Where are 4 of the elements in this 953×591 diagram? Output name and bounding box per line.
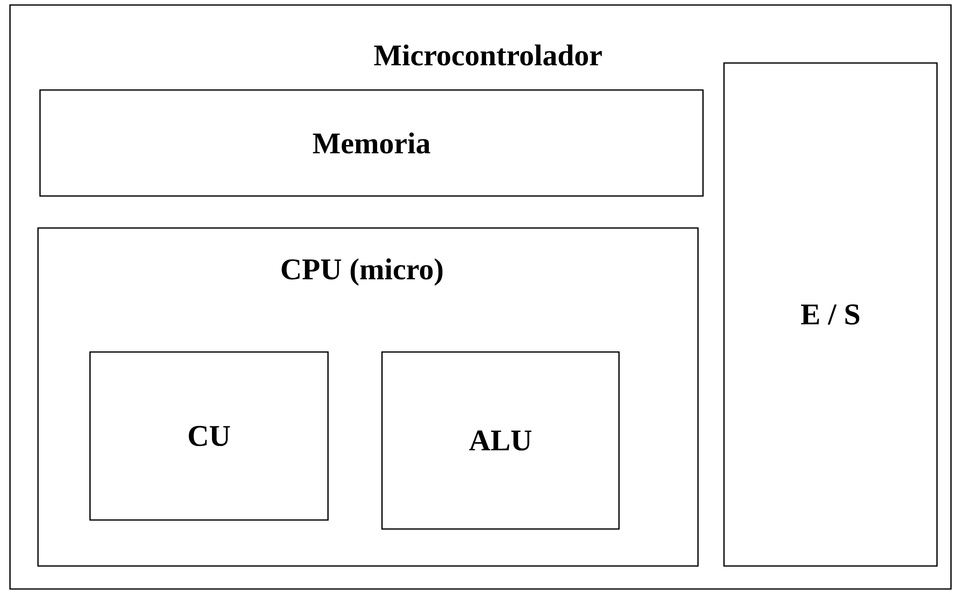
io-box: E / S (723, 62, 938, 567)
unit-box: CU (89, 351, 329, 521)
unit-box: ALU (381, 351, 620, 530)
memory-box: Memoria (39, 89, 704, 197)
